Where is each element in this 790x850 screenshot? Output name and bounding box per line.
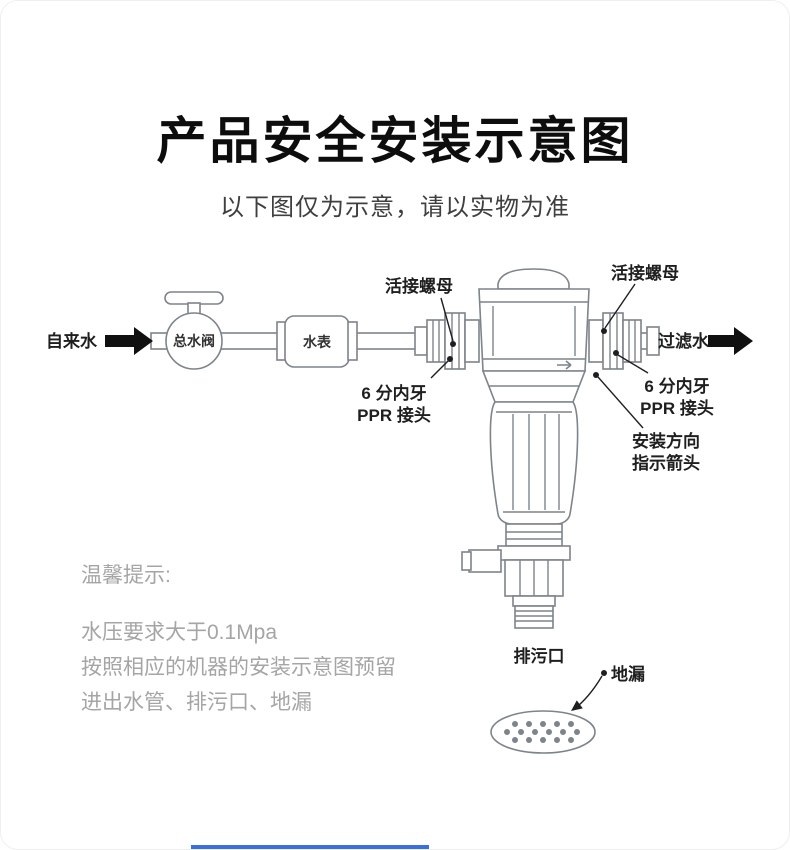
tips-line-reserve: 按照相应的机器的安装示意图预留 <box>81 656 396 679</box>
diagram-labels: 自来水 总水阀 水表 活接螺母 活接螺母 6 分内牙 PPR 接头 6 分内牙 … <box>46 263 714 684</box>
page-title: 产品安全安装示意图 <box>156 113 634 169</box>
label-direction-line2: 指示箭头 <box>632 453 700 473</box>
tips-heading: 温馨提示: <box>81 564 171 587</box>
label-ppr-right-line1: 6 分内牙 <box>644 376 709 396</box>
flow-arrow-outlet <box>708 327 753 355</box>
label-water-meter: 水表 <box>303 334 332 350</box>
floor-drain-grate <box>490 710 596 754</box>
filter-bowl <box>489 401 579 525</box>
main-valve-body <box>165 312 223 370</box>
drain-side-port <box>468 549 502 573</box>
bottom-blue-bar <box>191 845 429 849</box>
spacer-right <box>588 319 604 363</box>
flow-arrows <box>105 327 753 355</box>
nut-right-outer <box>622 319 642 363</box>
drain-neck <box>512 595 556 607</box>
filter-top-cap <box>497 268 570 290</box>
pipe-coupling-left <box>414 326 428 356</box>
meter-flange-right <box>347 321 358 361</box>
drain-side-cap <box>461 551 472 571</box>
label-drain-outlet: 排污口 <box>514 646 565 666</box>
pipe-coupling-right <box>646 326 660 356</box>
filter-unit <box>461 268 590 629</box>
label-direction-line1: 安装方向 <box>632 431 700 451</box>
page-subtitle: 以下图仅为示意，请以实物为准 <box>220 194 570 221</box>
floor-drain-holes <box>504 721 580 743</box>
label-tap-water: 自来水 <box>46 331 98 351</box>
label-main-valve: 总水阀 <box>173 333 215 349</box>
spacer-left <box>464 319 480 363</box>
label-union-nut-right: 活接螺母 <box>611 263 679 283</box>
label-floor-drain: 地漏 <box>611 664 645 684</box>
label-ppr-left-line1: 6 分内牙 <box>361 383 426 403</box>
flow-arrow-inlet <box>105 327 153 355</box>
drain-outlet-tip <box>514 605 554 629</box>
label-ppr-right-line2: PPR 接头 <box>640 398 714 418</box>
drain-flange <box>497 545 571 561</box>
tips-line-pipes: 进出水管、排污口、地漏 <box>81 691 312 714</box>
nut-left-outer <box>426 319 446 363</box>
floor-drain-arrowhead <box>571 700 583 711</box>
direction-arrow-marker <box>557 360 572 370</box>
installation-diagram: 自来水 总水阀 水表 活接螺母 活接螺母 6 分内牙 PPR 接头 6 分内牙 … <box>46 263 753 754</box>
label-filtered-water: 过滤水 <box>658 331 710 351</box>
leader-lines <box>430 283 649 711</box>
filter-collar <box>505 523 563 547</box>
union-nut-right-part <box>602 312 624 370</box>
tips-line-pressure: 水压要求大于0.1Mpa <box>81 621 278 644</box>
label-ppr-left-line2: PPR 接头 <box>357 405 431 425</box>
label-union-nut-left: 活接螺母 <box>385 276 453 296</box>
tips-section: 温馨提示: 水压要求大于0.1Mpa 按照相应的机器的安装示意图预留 进出水管、… <box>81 563 396 720</box>
